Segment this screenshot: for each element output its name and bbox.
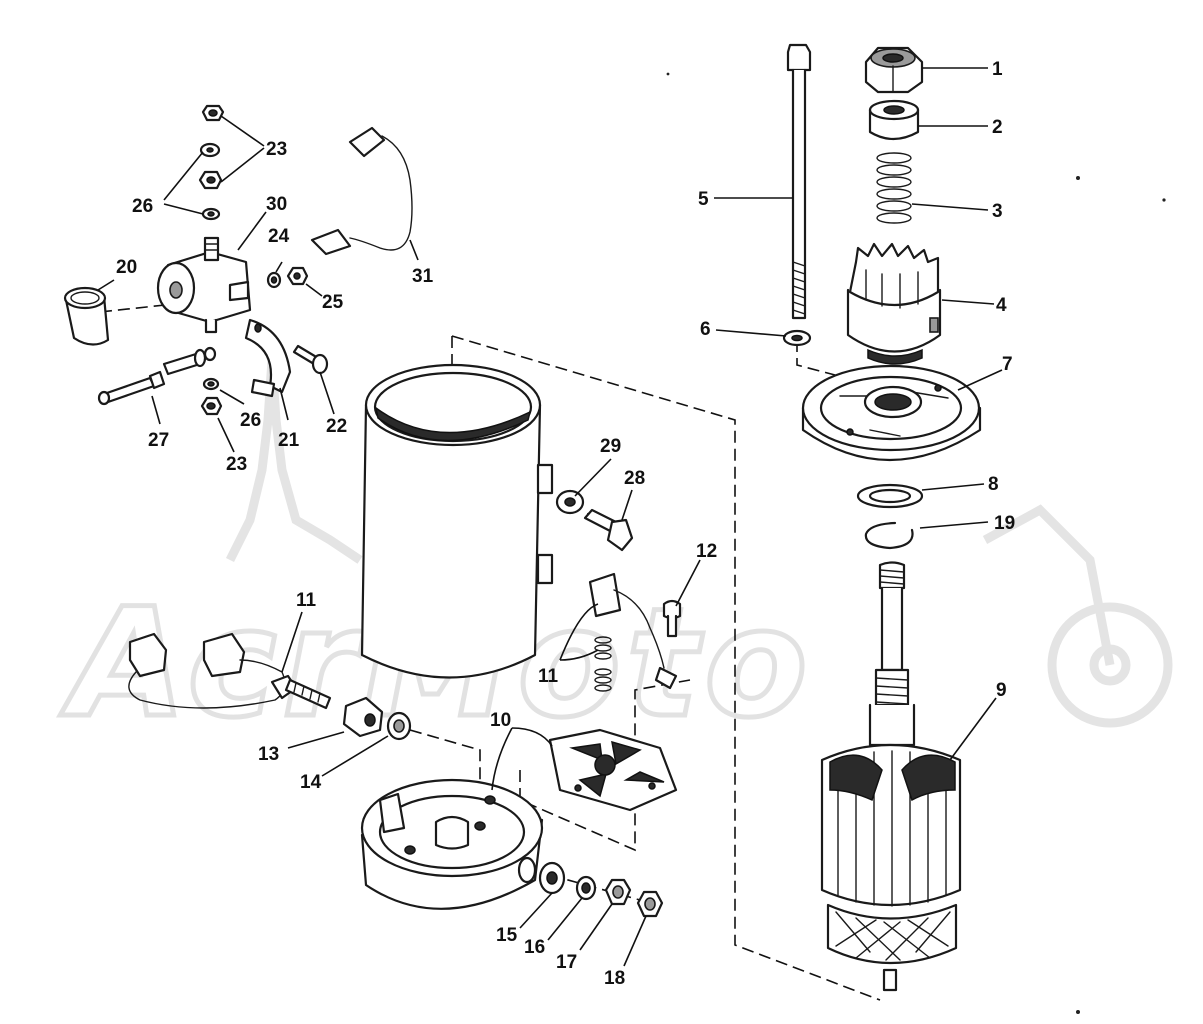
part-21-clip xyxy=(244,318,292,398)
part-15-insulating-washer xyxy=(538,861,566,895)
callout-23-top: 23 xyxy=(266,139,287,160)
part-1-nut xyxy=(864,46,924,94)
part-31-cable xyxy=(310,126,413,256)
part-10-brush-holder xyxy=(548,728,678,812)
part-23-nut-top xyxy=(201,104,225,122)
callout-10: 10 xyxy=(490,710,511,731)
callout-26-top: 26 xyxy=(132,196,153,217)
part-29-washer xyxy=(555,489,585,515)
part-23-nut-bottom xyxy=(200,396,223,416)
callout-31: 31 xyxy=(412,266,434,287)
commutator-end-cap xyxy=(360,778,544,910)
callout-30: 30 xyxy=(266,194,287,215)
callout-13: 13 xyxy=(258,744,279,765)
callout-6: 6 xyxy=(700,319,711,340)
callout-15: 15 xyxy=(496,925,518,946)
callout-16: 16 xyxy=(524,937,545,958)
part-30-solenoid xyxy=(156,236,252,334)
part-4-drive-pinion xyxy=(846,242,942,365)
part-11-brush-right xyxy=(588,572,678,690)
callout-19: 19 xyxy=(994,513,1015,534)
field-frame-housing xyxy=(360,363,554,679)
callout-29: 29 xyxy=(600,436,621,457)
part-22-screw xyxy=(292,344,329,375)
part-11-brush-set-left xyxy=(128,632,332,710)
part-3-spring xyxy=(876,152,912,224)
callout-3: 3 xyxy=(992,201,1003,222)
callout-11-right: 11 xyxy=(538,666,559,687)
part-6-lock-washer xyxy=(782,329,812,347)
part-24-washer xyxy=(266,271,282,289)
callout-1: 1 xyxy=(992,59,1003,80)
part-25-nut xyxy=(286,266,309,286)
part-18-nut xyxy=(636,890,664,918)
part-19-snap-ring xyxy=(864,521,914,550)
part-17-nut xyxy=(604,878,632,906)
scan-specks xyxy=(666,72,1166,1014)
part-16-lock-washer xyxy=(575,875,597,901)
callout-23-bottom: 23 xyxy=(226,454,247,475)
part-20-boot xyxy=(63,286,110,346)
callout-17: 17 xyxy=(556,952,577,973)
part-14-washer xyxy=(386,711,412,741)
part-5-through-bolt xyxy=(786,43,812,320)
callout-7: 7 xyxy=(1002,354,1013,375)
part-26-washer-second xyxy=(201,207,221,221)
watermark-motorcycle-wheel xyxy=(982,504,1173,728)
callout-25: 25 xyxy=(322,292,344,313)
part-9-armature xyxy=(820,561,962,992)
callout-12: 12 xyxy=(696,541,717,562)
part-11-brush-springs xyxy=(594,636,612,692)
part-27-bolt xyxy=(97,370,166,406)
callout-labels: 1 2 3 4 5 6 7 8 9 10 11 11 12 13 14 15 1… xyxy=(116,59,1015,989)
callout-8: 8 xyxy=(988,474,999,495)
callout-24: 24 xyxy=(268,226,290,247)
callout-11-left: 11 xyxy=(296,590,317,611)
part-27-pin xyxy=(162,346,217,376)
callout-9: 9 xyxy=(996,680,1007,701)
part-8-thrust-washer xyxy=(856,483,924,509)
part-23-nut-second xyxy=(198,170,223,190)
part-26-washer-top xyxy=(199,142,221,158)
callout-20: 20 xyxy=(116,257,137,278)
part-12-screw xyxy=(662,599,682,638)
callout-21: 21 xyxy=(278,430,300,451)
callout-22: 22 xyxy=(326,416,347,437)
part-7-drive-end-cap xyxy=(801,364,982,461)
part-2-spacer xyxy=(868,99,920,141)
part-26-washer-bottom xyxy=(202,377,220,391)
callout-27: 27 xyxy=(148,430,169,451)
leader-lines xyxy=(97,67,1003,967)
part-28-screw xyxy=(583,508,634,552)
callout-2: 2 xyxy=(992,117,1003,138)
callout-26-bottom: 26 xyxy=(240,410,261,431)
callout-14: 14 xyxy=(300,772,322,793)
callout-28: 28 xyxy=(624,468,645,489)
callout-18: 18 xyxy=(604,968,625,989)
callout-5: 5 xyxy=(698,189,709,210)
part-13-terminal-block xyxy=(342,696,384,738)
callout-4: 4 xyxy=(996,295,1007,316)
